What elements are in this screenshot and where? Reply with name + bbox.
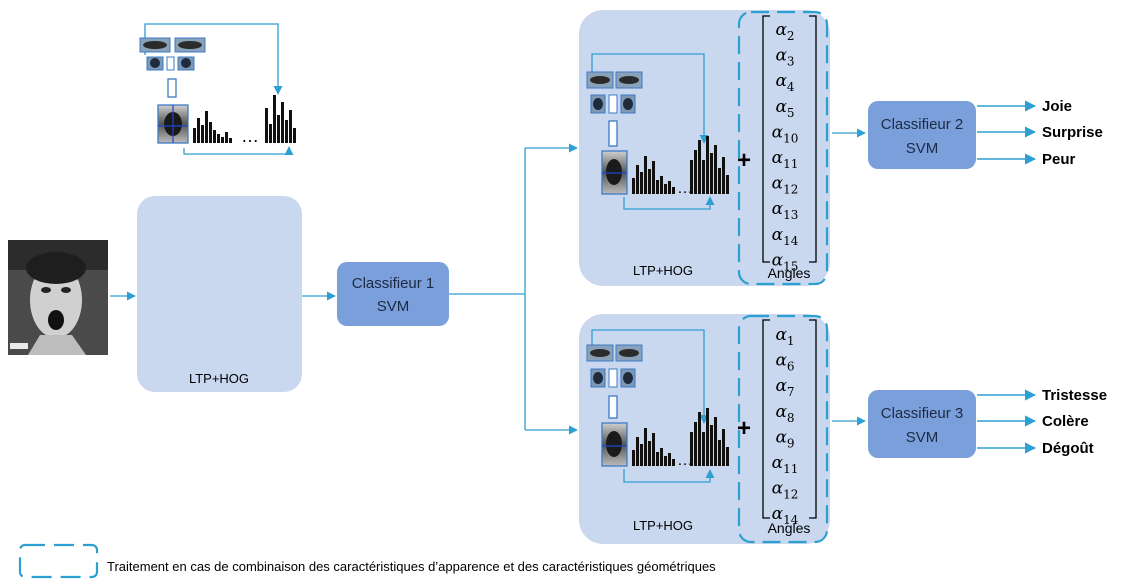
lower-angle-3: α8 xyxy=(775,402,794,425)
matrix-right-bracket-lower xyxy=(809,319,817,519)
output-degout: Dégoût xyxy=(1042,440,1094,457)
output-surprise: Surprise xyxy=(1042,124,1103,141)
classifier-2-name: Classifieur 2 xyxy=(881,116,964,133)
output-peur: Peur xyxy=(1042,151,1076,168)
upper-angle-2: α4 xyxy=(775,71,794,94)
feature-panel-1 xyxy=(137,196,302,392)
legend-dashed-box xyxy=(18,543,99,579)
lower-angle-7: α14 xyxy=(772,504,799,527)
angles-label-lower: Angles xyxy=(768,520,811,536)
classifier-3-name: Classifieur 3 xyxy=(881,405,964,422)
output-colere: Colère xyxy=(1042,413,1089,430)
feature-label-1: LTP+HOG xyxy=(189,371,249,386)
classifier-2-box xyxy=(868,101,976,169)
lower-angle-6: α12 xyxy=(772,479,799,502)
classifier-3-method: SVM xyxy=(906,429,939,446)
upper-angle-1: α3 xyxy=(775,46,794,69)
upper-angle-7: α13 xyxy=(772,199,799,222)
ellipsis-1: … xyxy=(241,126,259,146)
angles-dashed-box-upper xyxy=(737,10,829,286)
classifier-2-method: SVM xyxy=(906,140,939,157)
plus-sign-upper: + xyxy=(737,147,751,174)
feature-illustration-2: … xyxy=(586,53,729,210)
feature-illustration-1: … xyxy=(139,23,296,156)
angles-label-upper: Angles xyxy=(768,265,811,281)
feature-label-2: LTP+HOG xyxy=(633,263,693,278)
lower-output-arrows xyxy=(977,389,1037,454)
lower-angle-2: α7 xyxy=(775,376,794,399)
upper-angle-3: α5 xyxy=(775,97,794,120)
angles-dashed-box-lower xyxy=(737,314,829,544)
upper-angle-9: α15 xyxy=(772,250,799,273)
ellipsis-3: … xyxy=(677,452,693,469)
classifier-1-name: Classifieur 1 xyxy=(352,275,435,292)
feature-illustration-3: … xyxy=(586,329,729,483)
matrix-left-bracket-lower xyxy=(762,319,770,519)
output-joie: Joie xyxy=(1042,98,1072,115)
matrix-right-bracket-upper xyxy=(809,15,817,263)
upper-output-arrows xyxy=(977,100,1037,165)
lower-angle-1: α6 xyxy=(775,351,794,374)
classifier-1-box xyxy=(337,262,449,326)
classifier-3-box xyxy=(868,390,976,458)
output-tristesse: Tristesse xyxy=(1042,387,1107,404)
upper-angle-0: α2 xyxy=(775,20,794,43)
legend-text: Traitement en cas de combinaison des car… xyxy=(107,559,716,574)
input-face-photo xyxy=(8,240,108,355)
ellipsis-2: … xyxy=(677,180,693,197)
branch-connector xyxy=(449,148,526,430)
lower-angle-4: α9 xyxy=(775,427,794,450)
upper-angle-4: α10 xyxy=(772,122,799,145)
lower-angle-5: α11 xyxy=(772,453,799,476)
upper-angle-6: α12 xyxy=(772,174,799,197)
matrix-left-bracket-upper xyxy=(762,15,770,263)
feature-label-3: LTP+HOG xyxy=(633,518,693,533)
classifier-1-method: SVM xyxy=(377,298,410,315)
feature-panel-3 xyxy=(579,314,830,544)
lower-angle-0: α1 xyxy=(775,325,794,348)
upper-angle-8: α14 xyxy=(772,225,799,248)
upper-angle-5: α11 xyxy=(772,148,799,171)
plus-sign-lower: + xyxy=(737,415,751,442)
